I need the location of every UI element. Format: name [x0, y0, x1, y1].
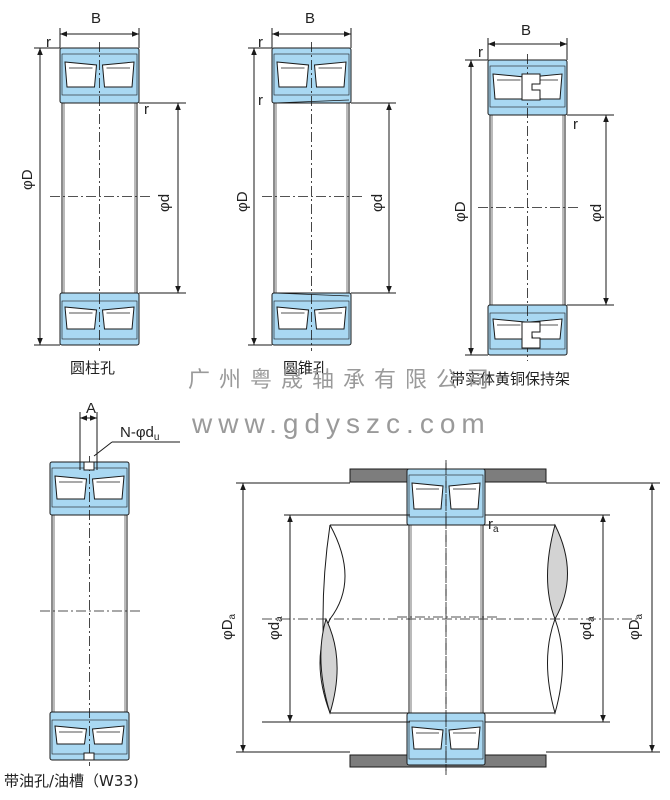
width-label-2: B	[305, 10, 316, 27]
abutment-outer-symbol-r: φD	[626, 619, 643, 640]
bearing-2-bottom-rollers	[276, 306, 347, 330]
roller	[54, 725, 88, 745]
abutment-outer-sub-r: a	[634, 613, 645, 620]
chamfer-label-1b: r	[144, 101, 149, 118]
roller	[411, 482, 444, 510]
abutment-inner-label-right: φda	[578, 616, 597, 640]
oil-hole-prefix: N-	[120, 424, 136, 441]
bearing-3-top-raceway	[489, 65, 566, 108]
shaft-section-left	[320, 617, 338, 715]
bearing-2-top-rollers	[276, 61, 347, 88]
shaft-right-break	[547, 618, 563, 715]
fillet-sub: a	[493, 524, 499, 535]
roller	[64, 306, 98, 330]
watermark-company: 广州粤晟轴承有限公司	[188, 368, 499, 393]
bearing-4-bottom-rollers	[54, 725, 125, 745]
width-label-3: B	[521, 22, 532, 39]
roller	[448, 482, 481, 510]
outer-diameter-label-3: φD	[452, 201, 469, 222]
bearing-2-top-raceway	[273, 53, 350, 96]
abutment-inner-sub-r: a	[586, 616, 597, 622]
chamfer-label-2a: r	[258, 34, 263, 51]
oil-hole-top	[83, 461, 95, 471]
caption-tapered-bore: 圆锥孔	[283, 359, 329, 377]
roller	[101, 306, 135, 330]
fillet-label: ra	[488, 516, 499, 535]
brass-cage-top	[521, 73, 541, 101]
taper-line-top	[273, 99, 350, 104]
bearing-5-bottom-rollers	[411, 726, 481, 750]
chamfer-label-1a: r	[46, 34, 51, 51]
abutment-outer-symbol: φD	[219, 619, 236, 640]
abutment-inner-symbol-r: φd	[578, 621, 595, 640]
abutment-outer-sub: a	[227, 613, 238, 620]
fillet-symbol: r	[488, 516, 493, 533]
oil-hole-symbol: φd	[135, 424, 154, 441]
width-label-1: B	[91, 10, 102, 27]
abutment-inner-label-left: φda	[266, 616, 285, 640]
taper-line-bottom	[273, 292, 350, 297]
roller	[91, 725, 125, 745]
abutment-inner-symbol: φd	[266, 621, 283, 640]
chamfer-label-2b: r	[258, 92, 263, 109]
roller	[101, 61, 135, 88]
oil-hole-subscript: u	[153, 432, 160, 443]
bearing-1-top-raceway	[61, 53, 138, 96]
roller	[64, 61, 98, 88]
outer-diameter-label-1: φD	[19, 169, 36, 190]
roller	[54, 475, 88, 500]
chamfer-label-3a: r	[478, 44, 483, 61]
roller	[276, 61, 310, 88]
roller	[91, 475, 125, 500]
caption-cylindrical-bore: 圆柱孔	[70, 359, 116, 377]
oil-hole-leader	[93, 441, 113, 457]
oil-hole-label: N-φdu	[120, 424, 159, 443]
bearing-4-top-rollers	[54, 475, 125, 500]
roller	[448, 726, 481, 750]
oil-hole-bottom	[83, 752, 95, 761]
abutment-outer-label-left: φDa	[219, 614, 238, 640]
bore-diameter-label-1: φd	[156, 193, 173, 212]
roller	[492, 73, 526, 100]
abutment-outer-label-right: φDa	[626, 614, 645, 640]
roller	[276, 306, 310, 330]
bearing-1-top-rollers	[64, 61, 135, 88]
watermark-url: www.gdyszc.com	[192, 408, 491, 439]
shaft-section-right	[547, 523, 568, 621]
bore-diameter-label-3: φd	[588, 203, 605, 222]
roller	[492, 318, 526, 340]
oil-hole-offset-label: A	[86, 400, 97, 417]
roller	[313, 61, 347, 88]
caption-oil-groove: 带油孔/油槽（W33)	[4, 772, 139, 790]
chamfer-label-3b: r	[573, 116, 578, 133]
abutment-inner-sub: a	[274, 616, 285, 622]
outer-diameter-label-2: φD	[234, 191, 251, 212]
bearing-5-top-rollers	[411, 482, 481, 510]
caption-brass-cage: 带实体黄铜保持架	[450, 370, 571, 388]
roller	[313, 306, 347, 330]
brass-cage-bottom	[521, 321, 541, 349]
bore-diameter-label-2: φd	[369, 193, 386, 212]
roller	[411, 726, 444, 750]
bearing-1-bottom-rollers	[64, 306, 135, 330]
